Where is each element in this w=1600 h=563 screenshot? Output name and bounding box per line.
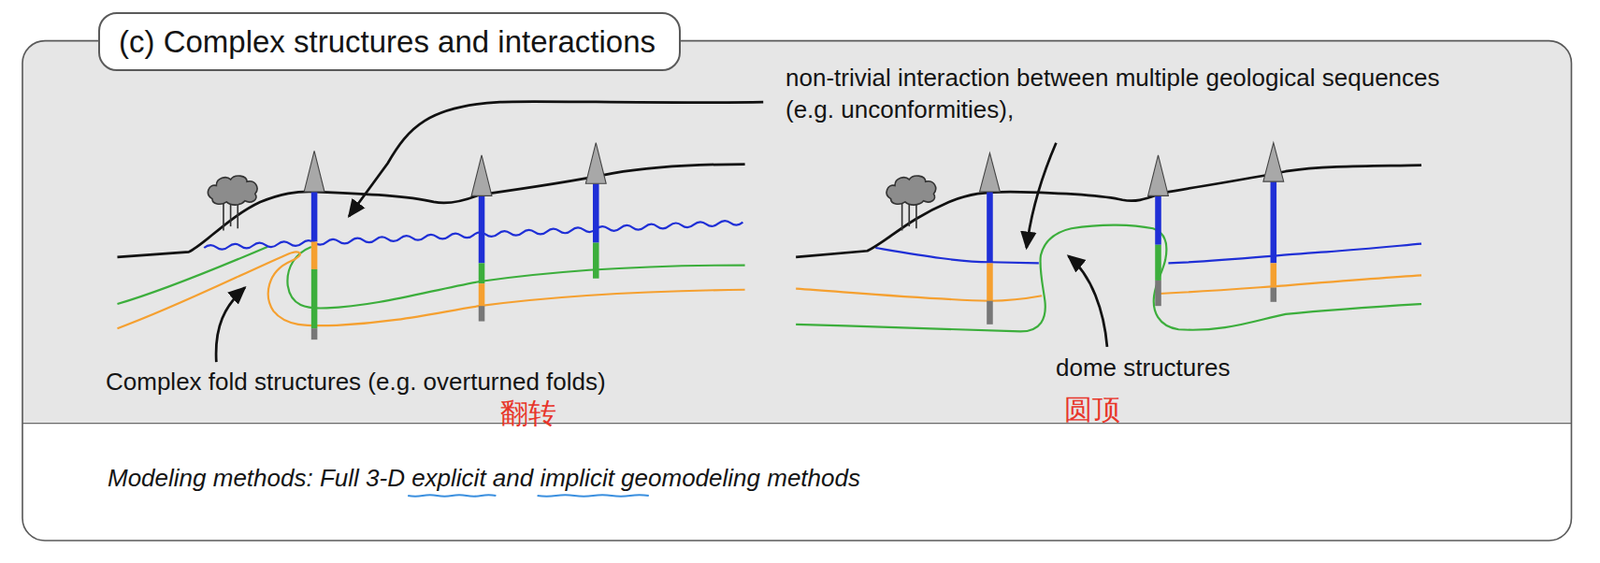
tree-icon xyxy=(207,175,257,231)
green-dome-layer xyxy=(795,225,1422,332)
orange-layer xyxy=(795,288,1042,302)
tree-icon xyxy=(886,175,936,231)
right-section xyxy=(795,165,1422,332)
title: (c) Complex structures and interactions xyxy=(118,24,656,60)
topography xyxy=(116,164,745,258)
annotation-label: 翻转 xyxy=(500,396,557,431)
orange-layer xyxy=(1155,274,1422,294)
hand-underline xyxy=(537,494,649,497)
green-fold-layer xyxy=(287,246,745,309)
left-wells xyxy=(303,143,606,340)
hand-underline xyxy=(407,494,496,497)
leader-arrow xyxy=(216,288,246,363)
title-box: (c) Complex structures and interactions xyxy=(98,12,681,72)
unconformity-wavy-line xyxy=(203,220,743,250)
blue-layer xyxy=(1167,244,1422,264)
panel-divider xyxy=(22,422,1572,424)
panel-border xyxy=(22,41,1572,541)
panel-ground xyxy=(22,41,1572,541)
callout-arrows xyxy=(216,100,1108,362)
leader-arrow xyxy=(1067,256,1107,347)
callout-label: Complex fold structures (e.g. overturned… xyxy=(105,365,606,398)
annotation-label: 圆顶 xyxy=(1064,392,1121,427)
callout-label: dome structures xyxy=(1055,351,1230,384)
callout-label: non-trivial interaction between multiple… xyxy=(785,61,1459,126)
leader-arrow xyxy=(348,100,764,217)
blue-layer xyxy=(875,247,1039,263)
caption: Modeling methods: Full 3-D explicit and … xyxy=(107,461,861,494)
orange-fold-layer xyxy=(116,251,745,329)
topography xyxy=(795,165,1422,258)
left-section xyxy=(116,164,745,330)
leader-arrow xyxy=(1026,143,1057,248)
right-wells xyxy=(980,143,1284,325)
panel-grey-band xyxy=(22,41,1572,424)
